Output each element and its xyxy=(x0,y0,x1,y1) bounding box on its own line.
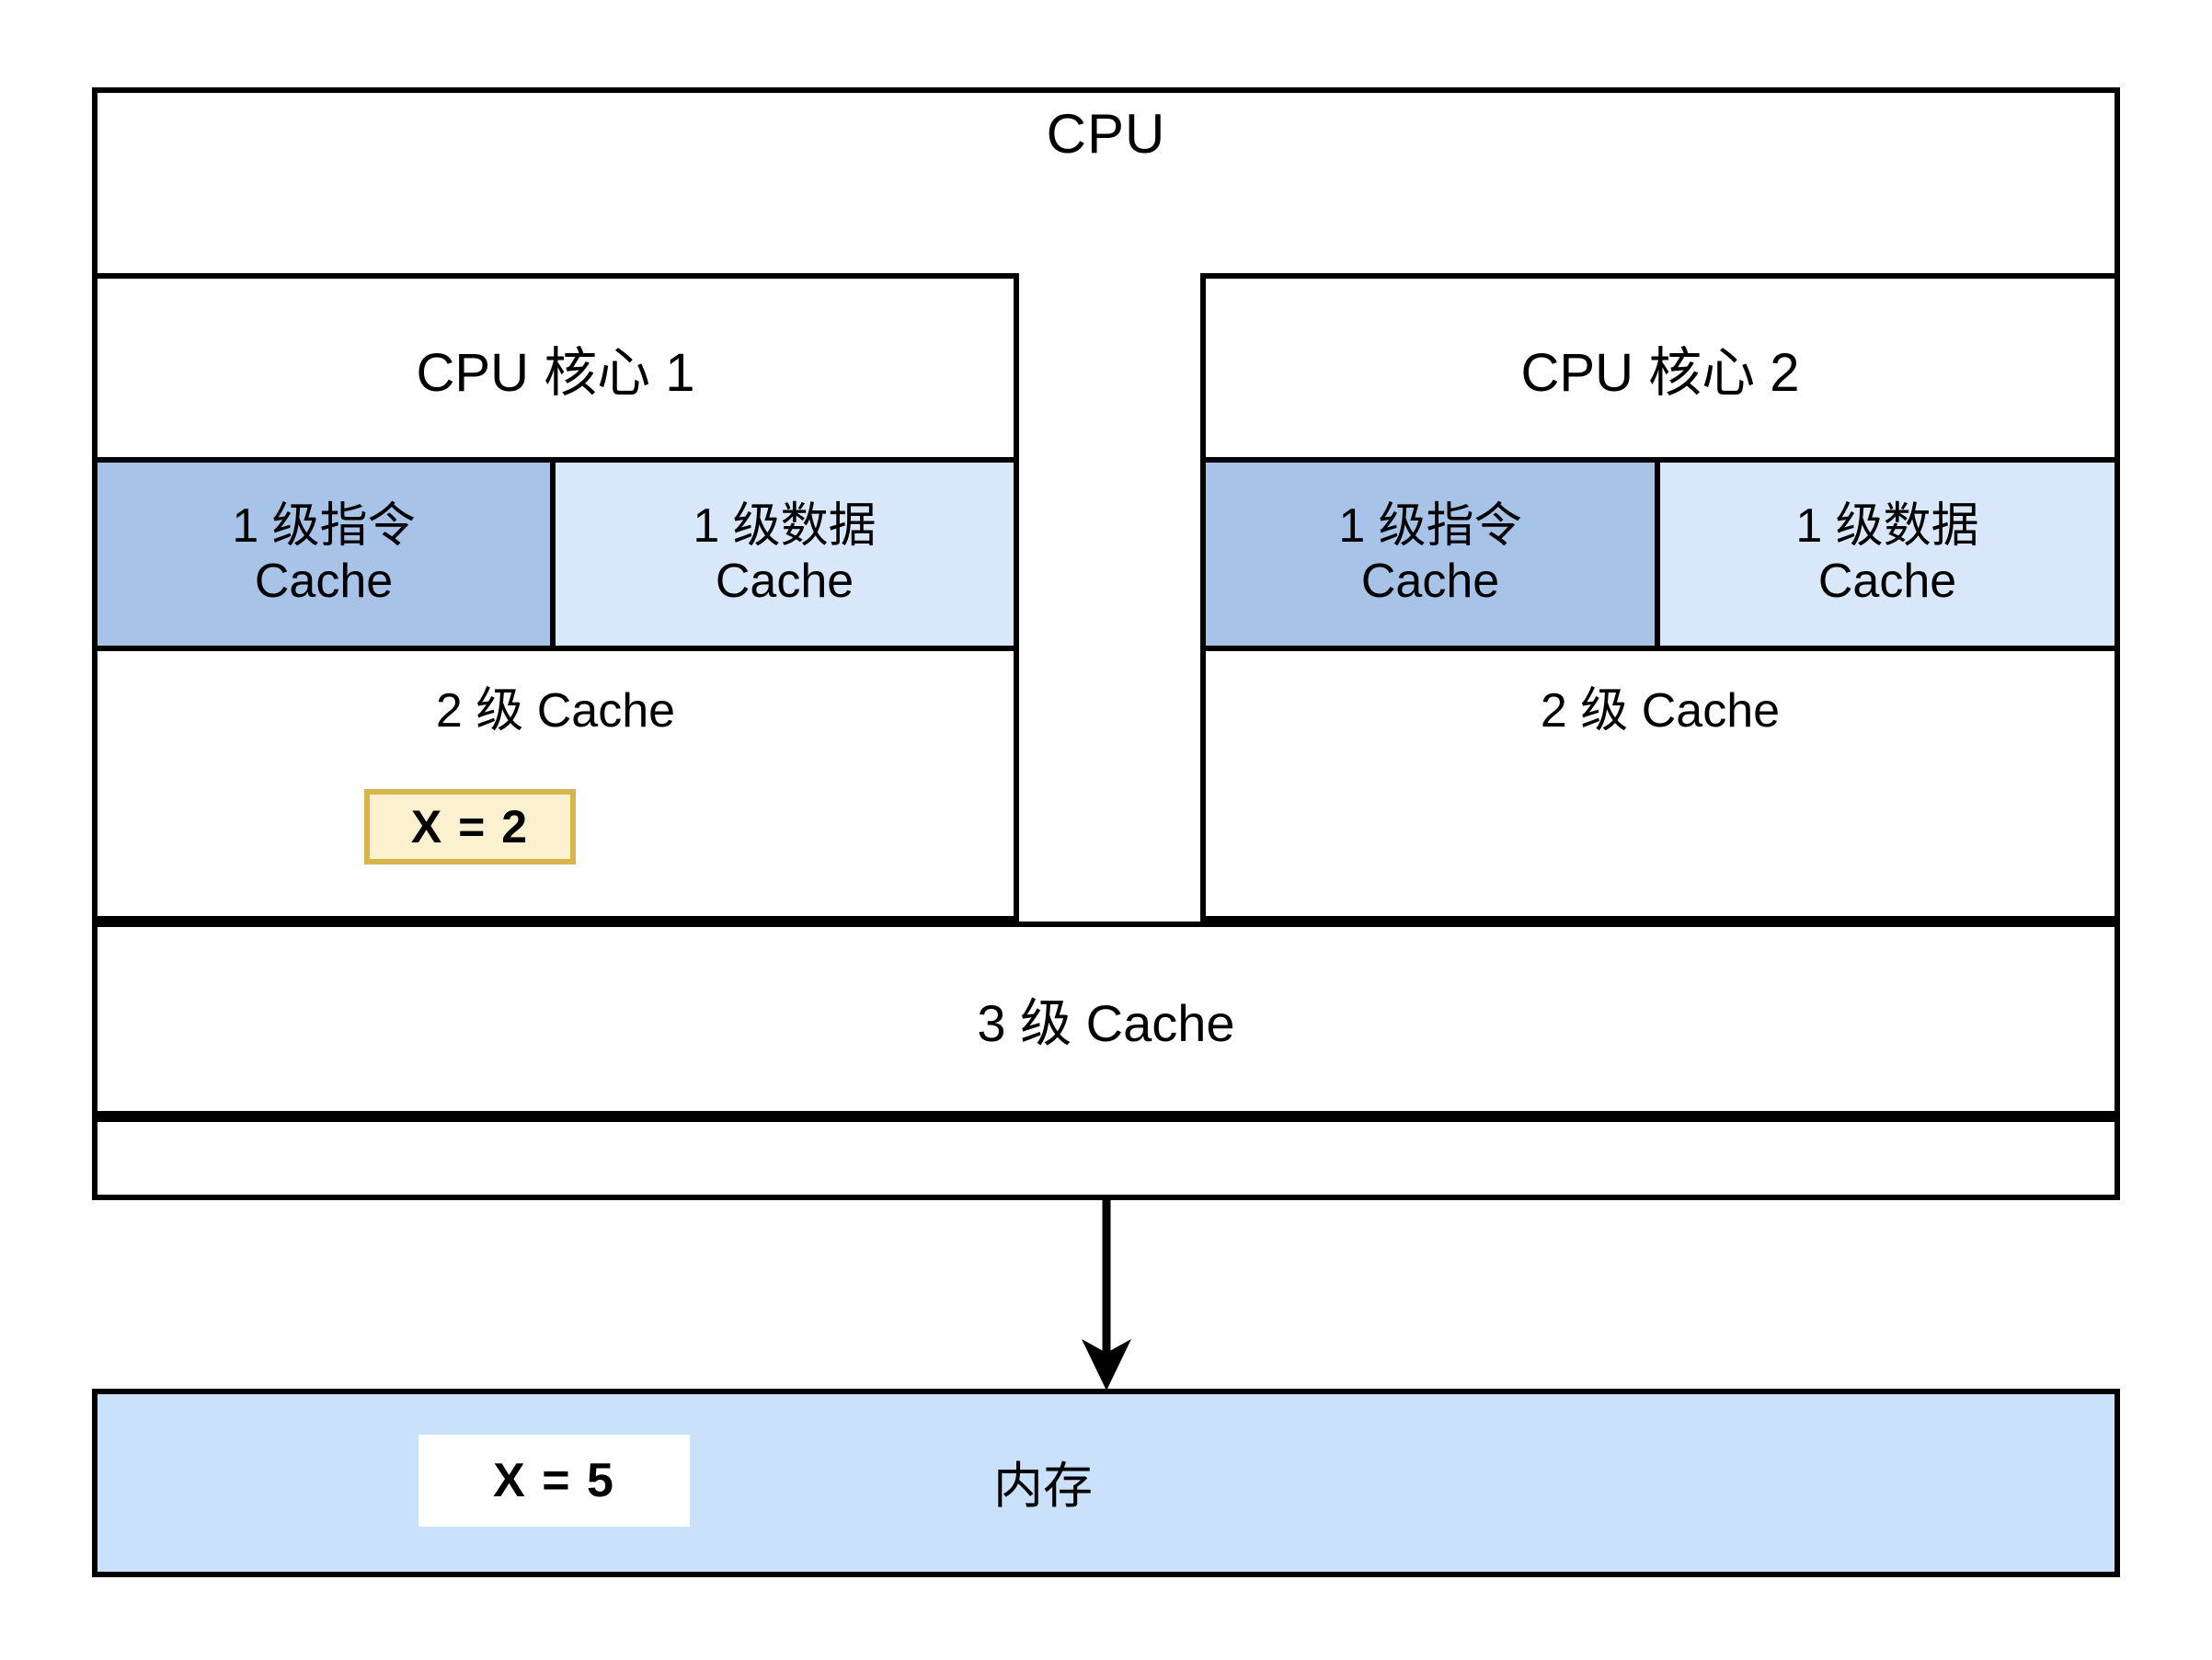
memory-value-badge: X = 5 xyxy=(418,1435,690,1527)
memory-label: 内存 xyxy=(993,1458,1093,1514)
cpu-core-2-l1-row: 1 级指令 Cache 1 级数据 Cache xyxy=(1206,463,2115,651)
cpu-l3-cache: 3 级 Cache xyxy=(92,922,2120,1116)
l1-data-cache-kind: Cache xyxy=(1817,554,1957,608)
cpu-core-2-l1-data-cache: 1 级数据 Cache xyxy=(1660,463,2115,646)
cpu-core-2-l2-cache: 2 级 Cache xyxy=(1206,651,2115,916)
cpu-core-2-l2-label: 2 级 Cache xyxy=(1540,684,1781,738)
cpu-core-1-cached-value-badge: X = 2 xyxy=(364,789,576,864)
l1-data-cache-name: 1 级数据 xyxy=(693,499,877,554)
cpu-core-1-title: CPU 核心 1 xyxy=(97,279,1014,463)
cpu-core-1-l2-label: 2 级 Cache xyxy=(435,684,676,738)
cpu-title: CPU xyxy=(1046,102,1166,165)
l1-instruction-cache-name: 1 级指令 xyxy=(1338,499,1522,554)
cpu-core-2-title: CPU 核心 2 xyxy=(1206,279,2115,463)
cpu-bus-row xyxy=(92,1116,2120,1200)
cpu-core-1-l1-row: 1 级指令 Cache 1 级数据 Cache xyxy=(97,463,1014,651)
cpu-core-2-l1-instruction-cache: 1 级指令 Cache xyxy=(1206,463,1660,646)
l1-data-cache-kind: Cache xyxy=(715,554,854,608)
cpu-core-1-l1-data-cache: 1 级数据 Cache xyxy=(556,463,1014,646)
cpu-core-1-l2-cache: 2 级 Cache X = 2 xyxy=(97,651,1014,916)
down-arrow-icon xyxy=(1082,1196,1131,1391)
l1-instruction-cache-name: 1 级指令 xyxy=(232,499,416,554)
l1-instruction-cache-kind: Cache xyxy=(1360,554,1500,608)
l1-instruction-cache-kind: Cache xyxy=(254,554,394,608)
l1-data-cache-name: 1 级数据 xyxy=(1795,499,1979,554)
cpu-core-2: CPU 核心 2 1 级指令 Cache 1 级数据 Cache 2 级 Cac… xyxy=(1200,273,2120,922)
cpu-core-1-l1-instruction-cache: 1 级指令 Cache xyxy=(97,463,556,646)
cpu-core-1: CPU 核心 1 1 级指令 Cache 1 级数据 Cache 2 级 Cac… xyxy=(92,273,1019,922)
